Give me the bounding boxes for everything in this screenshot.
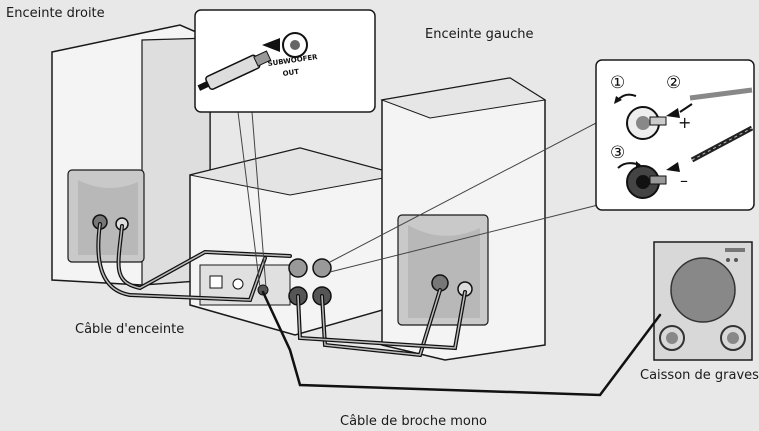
speaker-cable-label: Câble d'enceinte bbox=[75, 322, 185, 337]
arrow-icon bbox=[666, 162, 680, 172]
arrow-icon bbox=[262, 38, 280, 52]
cables bbox=[96, 222, 662, 397]
left-speaker bbox=[380, 77, 547, 361]
callout-lines bbox=[237, 111, 599, 289]
mono-cable-label: Câble de broche mono bbox=[340, 414, 488, 429]
subwoofer-label: Caisson de graves bbox=[640, 368, 759, 383]
step-3-label: ③ bbox=[610, 143, 625, 163]
right-speaker bbox=[51, 24, 211, 286]
subwoofer-driver bbox=[670, 257, 736, 323]
subwoofer bbox=[653, 241, 753, 361]
step-2-label: ② bbox=[666, 73, 681, 93]
rotate-arrow-icon bbox=[614, 96, 622, 104]
minus-sign: – bbox=[680, 171, 688, 190]
right-speaker-label: Enceinte droite bbox=[6, 6, 105, 21]
subwoofer-out-text-2: OUT bbox=[282, 68, 300, 78]
step-1-label: ① bbox=[610, 73, 625, 93]
inset-terminals: ① ② ③ + – bbox=[595, 59, 755, 211]
inset-subwoofer-out: SUBWOOFER OUT bbox=[194, 9, 376, 113]
plus-sign: + bbox=[678, 113, 691, 132]
main-unit bbox=[189, 147, 401, 336]
arrow-icon bbox=[666, 108, 680, 118]
left-speaker-label: Enceinte gauche bbox=[425, 27, 534, 42]
